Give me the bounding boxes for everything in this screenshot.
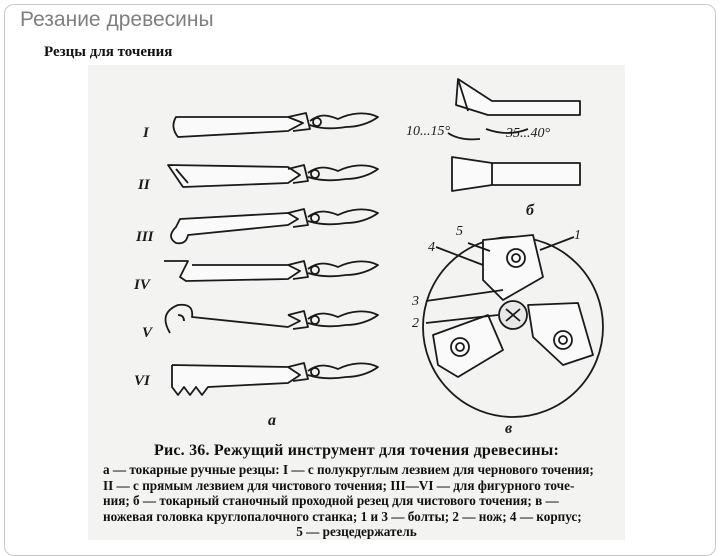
- machine-cutter-top: [447, 78, 581, 141]
- callout-3: 3: [411, 294, 419, 309]
- caption-line: 5 — резцедержатель: [296, 524, 417, 539]
- label-roman-3: III: [135, 229, 155, 245]
- label-roman-1: I: [142, 125, 150, 141]
- caption-title: Рис. 36. Режущий инструмент для точения …: [153, 442, 560, 459]
- figure-drawing: I II III IV V VI а б в 10...15° 35...40°…: [133, 78, 604, 437]
- scanned-figure: I II III IV V VI а б в 10...15° 35...40°…: [88, 65, 625, 540]
- lathe-tool-1: [172, 112, 379, 138]
- label-part-v: в: [505, 420, 512, 437]
- lathe-tool-4: [164, 260, 379, 282]
- label-roman-2: II: [137, 177, 151, 193]
- caption-line: а — токарные ручные резцы: I — с полукру…: [103, 462, 594, 477]
- callout-2: 2: [412, 316, 419, 331]
- callout-4: 4: [428, 240, 435, 255]
- angle-large-label: 35...40°: [505, 126, 551, 141]
- label-part-b: б: [526, 202, 535, 219]
- lathe-tool-3: [170, 208, 379, 245]
- callout-5: 5: [456, 224, 463, 239]
- callout-1: 1: [574, 228, 581, 243]
- caption-line: II — с прямым лезвием для чистового точе…: [103, 477, 575, 493]
- angle-small-label: 10...15°: [406, 124, 451, 139]
- knife-head: [422, 234, 604, 418]
- lathe-tool-5: [164, 303, 379, 334]
- slide-title: Резание древесины: [20, 8, 214, 31]
- slide-subtitle: Резцы для точения: [44, 44, 173, 60]
- lathe-tool-2: [167, 164, 379, 188]
- label-roman-4: IV: [133, 277, 152, 293]
- figure-caption: Рис. 36. Режущий инструмент для точения …: [88, 442, 625, 540]
- label-roman-6: VI: [134, 373, 151, 389]
- label-part-a: а: [268, 412, 276, 429]
- caption-line: ножевая головка круглопалочного станка; …: [103, 508, 582, 524]
- caption-line: ния; б — токарный станочный проходной ре…: [103, 493, 559, 508]
- machine-cutter-side: [451, 156, 581, 192]
- label-roman-5: V: [142, 325, 154, 341]
- lathe-tool-6: [171, 362, 379, 396]
